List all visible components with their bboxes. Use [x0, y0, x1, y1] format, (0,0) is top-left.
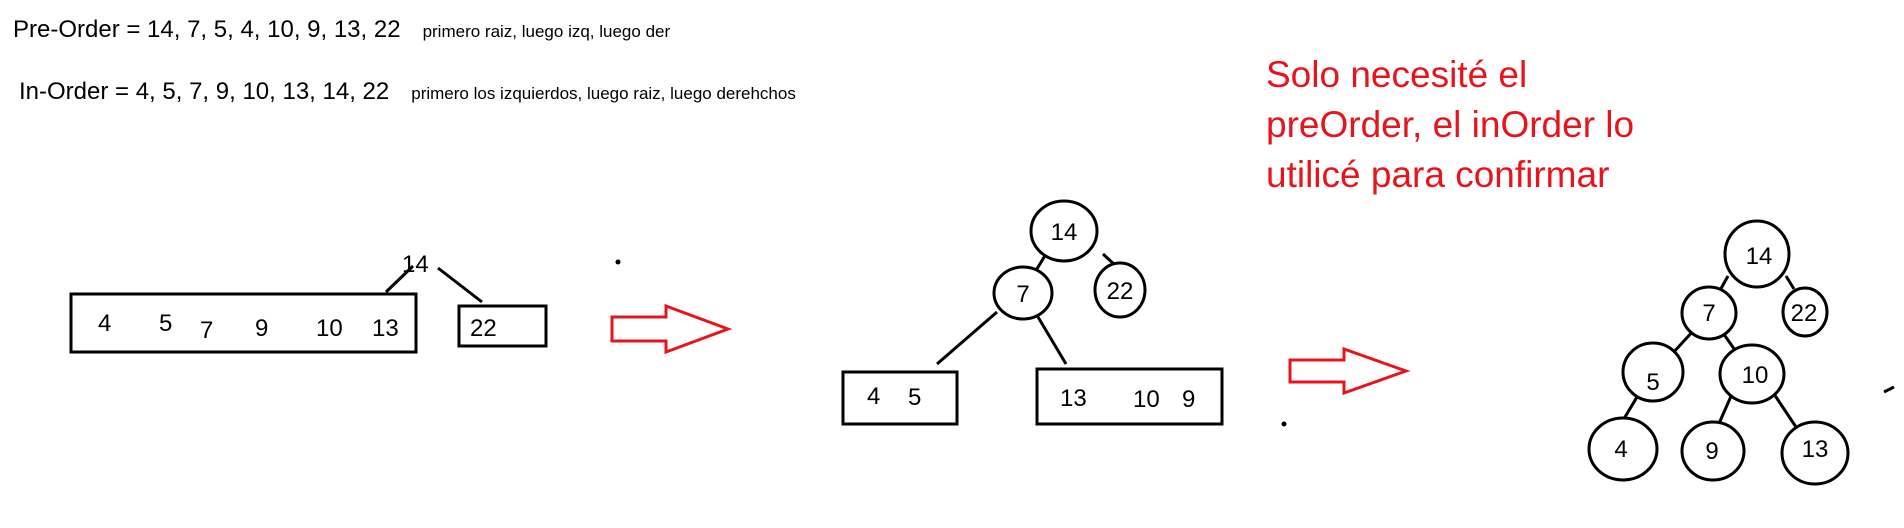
- red-note: Solo necesité el preOrder, el inOrder lo…: [1266, 50, 1786, 198]
- step2-node-root: [1029, 199, 1099, 263]
- step2-edge: [1036, 316, 1068, 365]
- step3-node-10: [1718, 343, 1786, 405]
- preorder-line: Pre-Order = 14, 7, 5, 4, 10, 9, 13, 22 pr…: [13, 18, 670, 42]
- step1-right-box: [457, 304, 548, 348]
- step1-left-value: 9: [255, 315, 268, 342]
- step3-node-5-label: 5: [1646, 369, 1659, 396]
- step2-right-value: 13: [1060, 385, 1087, 412]
- step3-node-13-label: 13: [1802, 436, 1829, 463]
- step3-node-9-label: 9: [1705, 438, 1718, 465]
- step1-group: 14 4 5 7 9 10 13 22: [69, 251, 548, 354]
- step1-left-box: [69, 292, 418, 354]
- step2-left-value: 4: [867, 383, 880, 410]
- step3-node-4-label: 4: [1614, 436, 1627, 463]
- step2-node-root-label: 14: [1051, 219, 1078, 246]
- step2-right-value: 10: [1133, 386, 1160, 413]
- step3-node-4: [1587, 416, 1659, 482]
- step2-node-right: [1093, 261, 1147, 319]
- step3-node-5: [1621, 341, 1685, 403]
- step3-node-root-label: 14: [1746, 243, 1773, 270]
- red-note-line-3: utilicé para confirmar: [1266, 154, 1610, 195]
- step2-node-left-label: 7: [1016, 281, 1029, 308]
- stray-dot: [1281, 421, 1287, 427]
- step3-edge: [1670, 328, 1696, 356]
- step1-right-value: 22: [470, 315, 497, 342]
- step3-edge: [1772, 393, 1798, 428]
- step2-node-left: [992, 265, 1054, 321]
- step3-node-9: [1680, 420, 1746, 482]
- red-note-line-1: Solo necesité el: [1266, 54, 1528, 95]
- step3-node-7: [1680, 285, 1738, 341]
- step2-left-box: [841, 370, 959, 426]
- step2-node-right-label: 22: [1107, 278, 1134, 305]
- inorder-formula: In-Order = 4, 5, 7, 9, 10, 13, 14, 22: [19, 78, 390, 105]
- inorder-line: In-Order = 4, 5, 7, 9, 10, 13, 14, 22 pri…: [19, 80, 796, 104]
- red-arrow-1: [610, 303, 733, 355]
- stray-dot: [615, 259, 621, 265]
- step1-left-value: 7: [200, 317, 213, 344]
- step3-node-22: [1781, 286, 1829, 338]
- step3-edge: [1784, 275, 1796, 290]
- step1-left-value: 4: [98, 310, 111, 337]
- step1-left-branch: [384, 264, 415, 294]
- red-note-line-2: preOrder, el inOrder lo: [1266, 104, 1635, 145]
- step3-node-13: [1780, 420, 1850, 486]
- inorder-note: primero los izquierdos, luego raiz, lueg…: [411, 84, 796, 103]
- step3-node-root: [1723, 219, 1791, 289]
- step2-right-box: [1035, 367, 1224, 426]
- step2-left-value: 5: [908, 384, 921, 411]
- stray-mark: [1883, 385, 1895, 394]
- preorder-formula: Pre-Order = 14, 7, 5, 4, 10, 9, 13, 22: [13, 16, 401, 43]
- preorder-note: primero raiz, luego izq, luego der: [422, 22, 671, 41]
- step1-left-value: 13: [372, 315, 399, 342]
- step2-edge: [936, 310, 998, 366]
- red-arrow-2: [1288, 346, 1411, 396]
- step2-group: 14 7 22 4 5 13 10 9: [841, 199, 1224, 426]
- step3-node-7-label: 7: [1702, 300, 1715, 327]
- step1-left-value: 10: [316, 315, 343, 342]
- step1-left-value: 5: [159, 310, 172, 337]
- step2-right-value: 9: [1182, 386, 1195, 413]
- step3-node-22-label: 22: [1791, 300, 1818, 327]
- step3-node-10-label: 10: [1742, 362, 1769, 389]
- step3-group: 14 7 22 5 10 4 9 13: [1587, 219, 1850, 486]
- step1-right-branch: [437, 266, 483, 304]
